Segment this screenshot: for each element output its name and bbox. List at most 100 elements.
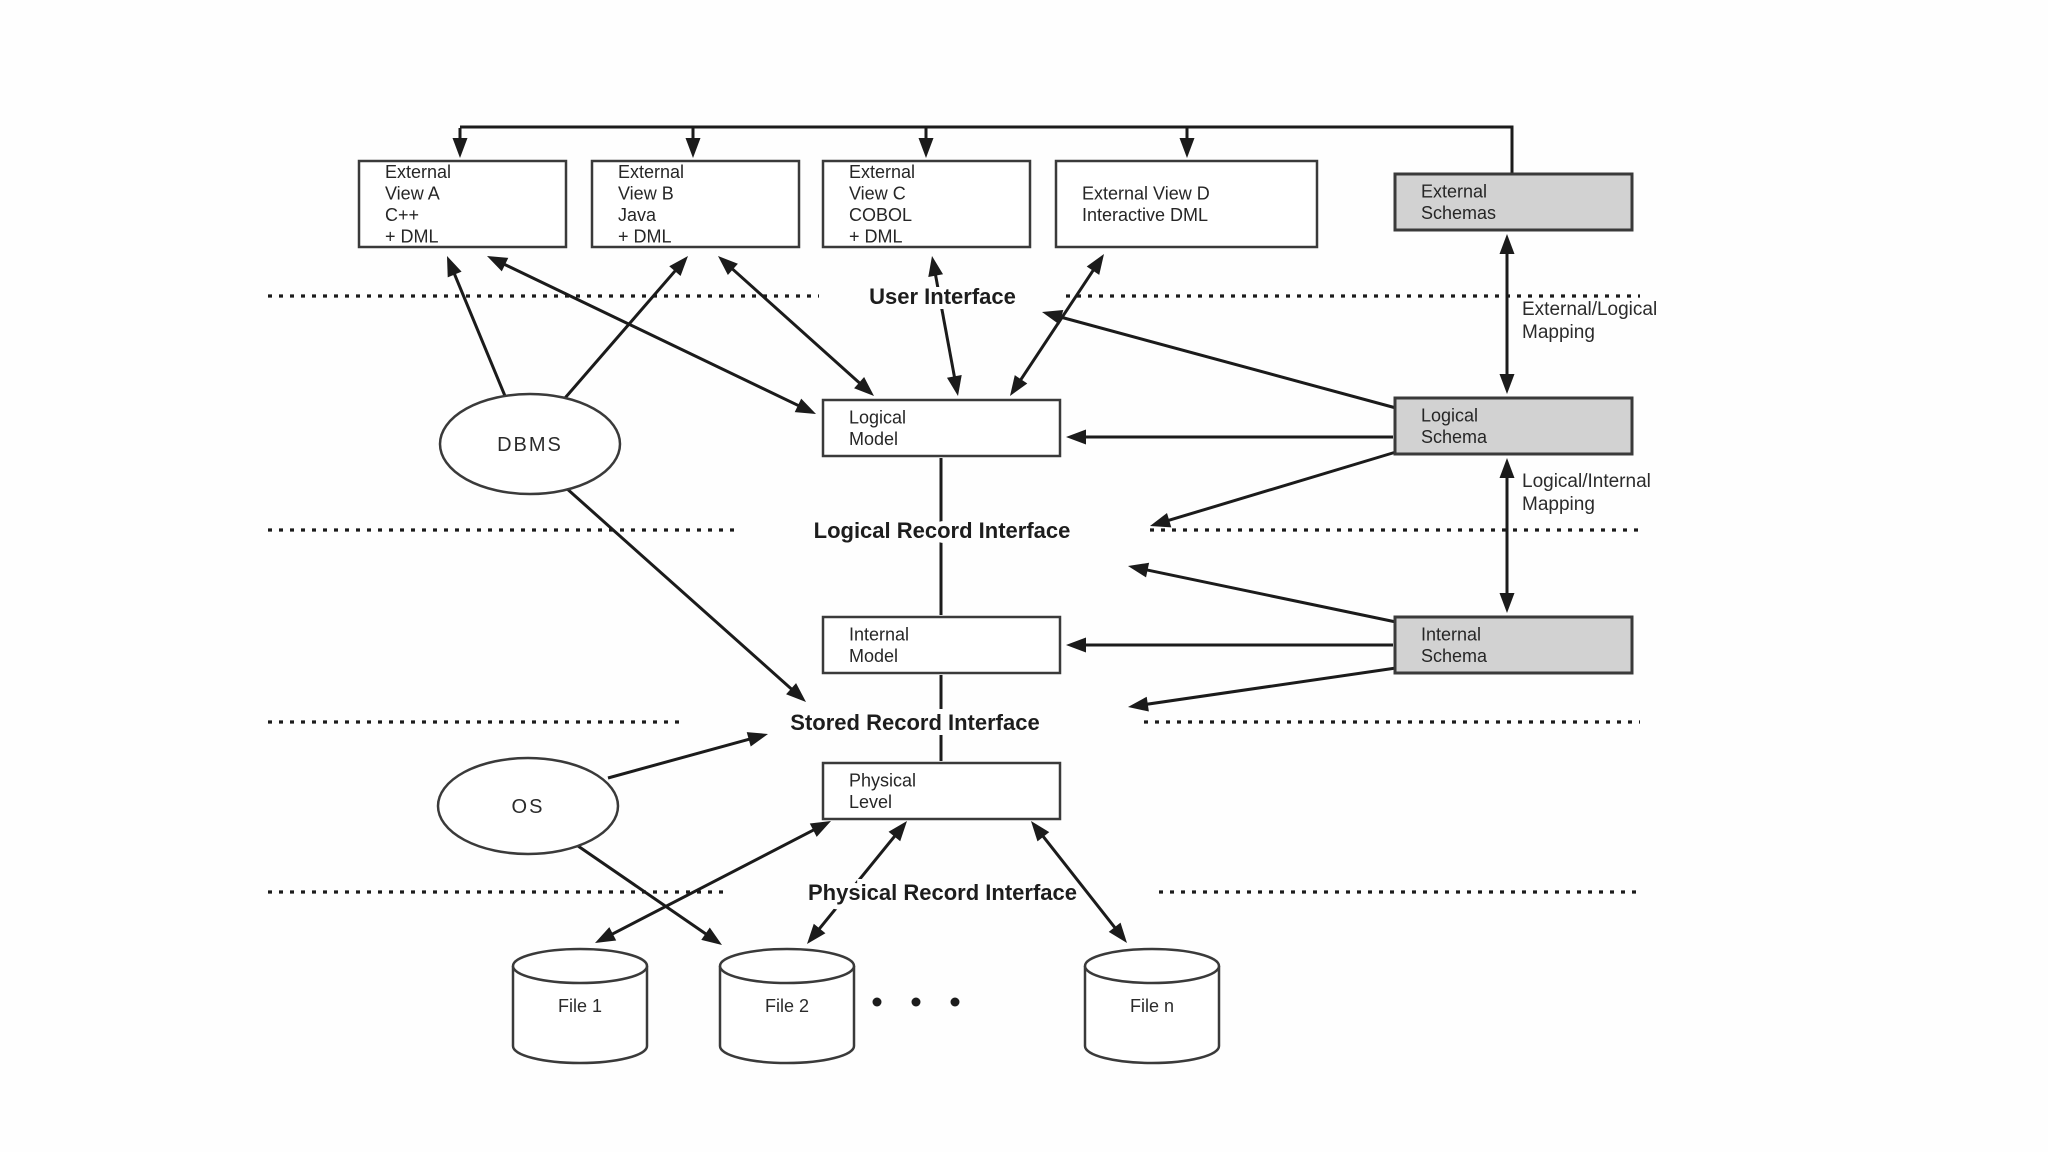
- external-view-a-text: External: [385, 162, 451, 182]
- file-2-top: [718, 947, 856, 985]
- physical-level-text: Physical: [849, 770, 916, 790]
- arrowhead: [1499, 593, 1515, 613]
- arrowhead: [685, 138, 701, 158]
- arrowhead: [928, 256, 944, 278]
- bus-drop: [452, 128, 468, 158]
- stored-record-interface: Stored Record Interface: [268, 705, 1640, 740]
- view-d-logical-model: [1010, 254, 1104, 396]
- arrowhead: [854, 377, 874, 396]
- physical-level-file-1: [595, 821, 831, 943]
- external-view-c-text: View C: [849, 183, 906, 203]
- file-1: File 1: [511, 947, 649, 1065]
- internal-schema-to-stored-record-interface: [1128, 666, 1397, 712]
- logical-model-text: Logical: [849, 407, 906, 427]
- dbms-to-view-b: [563, 256, 688, 399]
- logical-schema-to-user-interface: [1042, 309, 1397, 410]
- external-view-a-text: C++: [385, 205, 419, 225]
- file-n-label: File n: [1130, 996, 1174, 1016]
- logical-schema-text: Schema: [1421, 427, 1488, 447]
- file-2-label: File 2: [765, 996, 809, 1016]
- logical-schema-to-logical-record-interface: [1150, 450, 1397, 528]
- external-view-a-text: + DML: [385, 226, 439, 246]
- arrowhead: [807, 923, 826, 944]
- external-schemas-text: External: [1421, 181, 1487, 201]
- edge-line: [932, 265, 958, 387]
- logical-internal-mapping-label-text: Mapping: [1522, 494, 1595, 515]
- logical-schema-to-logical-model: [1066, 429, 1393, 445]
- physical-level-text: Level: [849, 792, 892, 812]
- external-view-b-text: Java: [618, 205, 657, 225]
- physical-level-rect: [821, 761, 1062, 821]
- view-a-logical-model: [487, 256, 816, 414]
- arrowhead: [809, 821, 831, 837]
- logical-internal-mapping-arrow: [1499, 458, 1515, 613]
- arrowhead: [1499, 374, 1515, 394]
- dbms-to-view-a: [447, 256, 507, 397]
- internal-schema-text: Internal: [1421, 624, 1481, 644]
- edge-line: [564, 485, 800, 697]
- external-view-d-text: External View D: [1082, 183, 1210, 203]
- physical-level-file-2: [807, 821, 907, 944]
- ellipsis-dot: [911, 997, 921, 1007]
- view-c-logical-model: [928, 256, 962, 396]
- physical-level-file-n: [1031, 821, 1127, 943]
- arrowhead: [1499, 234, 1515, 254]
- external-logical-mapping-arrow: [1499, 234, 1515, 394]
- os-node-shape: [436, 756, 620, 856]
- external-view-b-text: External: [618, 162, 684, 182]
- arrowhead: [888, 821, 907, 842]
- arrowhead: [1086, 254, 1104, 275]
- file-2: File 2: [718, 947, 856, 1065]
- file-n-body: [1083, 966, 1221, 1065]
- logical-schema-text: Logical: [1421, 405, 1478, 425]
- arrowhead: [746, 732, 768, 747]
- internal-schema-rect: [1393, 615, 1634, 675]
- os-node: OS: [436, 756, 620, 856]
- file-2-body: [718, 966, 856, 1065]
- top-bus: [460, 125, 1514, 174]
- ellipsis-dot: [950, 997, 960, 1007]
- external-view-d-text: Interactive DML: [1082, 205, 1208, 225]
- external-view-c-text: COBOL: [849, 205, 912, 225]
- internal-schema-to-logical-record-interface: [1128, 562, 1397, 624]
- edge-line: [603, 824, 823, 940]
- arrowhead: [1042, 309, 1064, 325]
- dbms-to-stored-record-interface: [564, 485, 806, 702]
- arrowhead: [1128, 696, 1149, 712]
- logical-model-text: Model: [849, 429, 898, 449]
- bus-drop: [685, 128, 701, 158]
- arrowhead: [946, 374, 962, 396]
- logical-record-interface-label: Logical Record Interface: [814, 518, 1071, 543]
- ellipsis-dot: [872, 997, 882, 1007]
- internal-model-text: Model: [849, 646, 898, 666]
- arrowhead: [1066, 637, 1086, 653]
- logical-record-interface: Logical Record Interface: [268, 513, 1640, 548]
- arrowhead: [452, 138, 468, 158]
- internal-schema-text: Schema: [1421, 646, 1488, 666]
- physical-record-interface: Physical Record Interface: [268, 875, 1640, 910]
- external-view-c-text: + DML: [849, 226, 903, 246]
- external-schemas-text: Schemas: [1421, 203, 1496, 223]
- edge-line: [1014, 261, 1100, 389]
- arrowhead: [487, 256, 509, 272]
- user-interface-label: User Interface: [869, 284, 1016, 309]
- external-logical-mapping-label-text: External/Logical: [1522, 299, 1657, 320]
- logical-internal-mapping-label-text: Logical/Internal: [1522, 471, 1651, 492]
- arrowhead: [1108, 922, 1127, 943]
- arrowhead: [447, 256, 462, 278]
- physical-record-interface-label: Physical Record Interface: [808, 880, 1077, 905]
- file-1-label: File 1: [558, 996, 602, 1016]
- internal-model-rect: [821, 615, 1062, 675]
- external-view-a-text: View A: [385, 183, 440, 203]
- external-view-c-rect: [821, 159, 1032, 249]
- edge-line: [1159, 450, 1397, 525]
- edge-line: [607, 735, 759, 780]
